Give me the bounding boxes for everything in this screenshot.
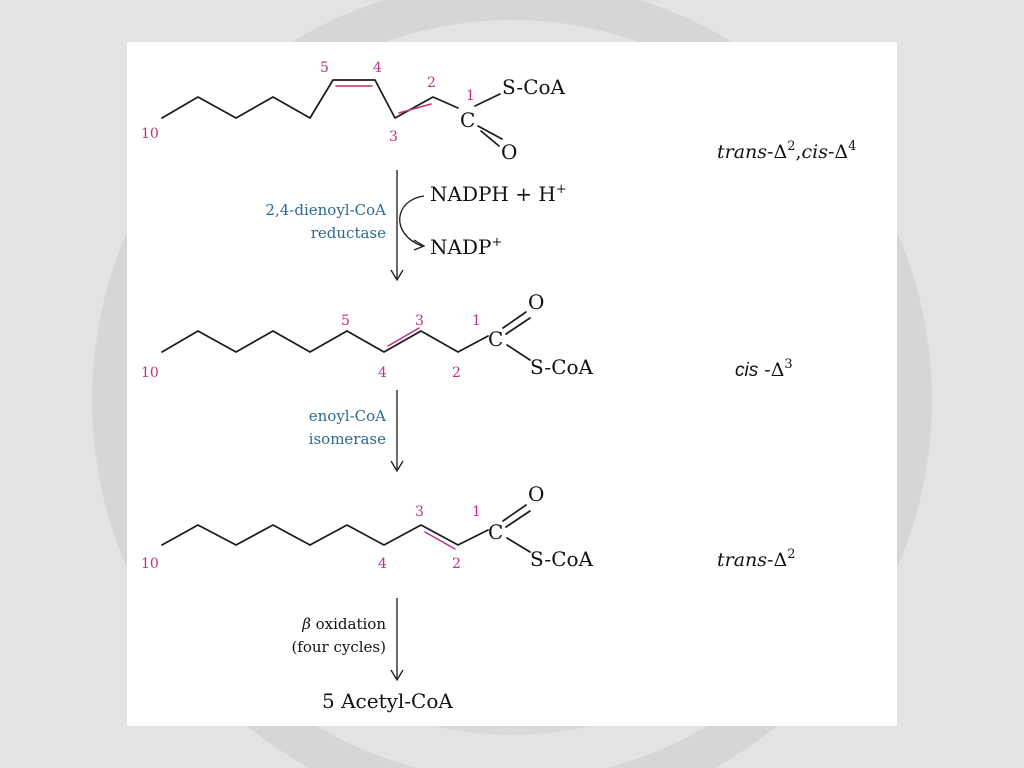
- double-bond: [424, 531, 456, 550]
- structure-trans2-cis4: C O S-CoA 10 5 4 3 2 1 trans-Δ2,cis-Δ4: [141, 60, 856, 164]
- thioester-group: S-CoA: [530, 547, 594, 571]
- trans-double-bond: [398, 103, 432, 114]
- thioester-group: S-CoA: [530, 355, 594, 379]
- c-o-double-bond: [480, 130, 500, 147]
- carbon-chain: [161, 330, 489, 353]
- enzyme-name: enoyl-CoA: [309, 407, 386, 425]
- carbon-number-3: 3: [415, 313, 424, 329]
- carbon-number-2: 2: [452, 556, 461, 572]
- c-o-double-bond: [505, 510, 531, 528]
- carbon-number-4: 4: [378, 556, 387, 572]
- c-o-bond: [502, 504, 527, 522]
- carbonyl-oxygen: O: [528, 482, 544, 506]
- cofactor-in: NADPH + H+: [430, 182, 567, 206]
- c-o-bond: [477, 125, 503, 140]
- isomer-label: trans-Δ2,cis-Δ4: [717, 139, 856, 163]
- cofactor-out: NADP+: [430, 235, 502, 259]
- step-description-line2: (four cycles): [291, 638, 386, 656]
- step-description: β oxidation: [301, 615, 386, 633]
- carbon-number-10: 10: [141, 365, 159, 381]
- carbonyl-carbon: C: [488, 520, 503, 544]
- final-product: 5 Acetyl-CoA: [322, 689, 453, 713]
- carbon-number-10: 10: [141, 126, 159, 142]
- carbon-chain: [161, 524, 489, 546]
- isomer-label: trans-Δ2: [717, 547, 795, 571]
- carbon-number-5: 5: [341, 313, 350, 329]
- c-o-double-bond: [505, 317, 531, 335]
- structure-cis3: C O S-CoA 10 5 4 3 2 1 cis -Δ3: [141, 290, 793, 381]
- carbon-number-4: 4: [373, 60, 382, 76]
- arrowhead: [390, 460, 404, 473]
- carbon-number-3: 3: [389, 129, 398, 145]
- carbon-number-4: 4: [378, 365, 387, 381]
- c-s-bond: [506, 344, 531, 361]
- carbon-number-2: 2: [452, 365, 461, 381]
- reaction-step-beta-oxidation: β oxidation (four cycles): [291, 598, 404, 682]
- c-o-bond: [502, 311, 527, 329]
- arrowhead: [390, 269, 404, 282]
- isomer-label: cis -Δ3: [735, 357, 793, 381]
- reaction-step-reductase: 2,4-dienoyl-CoA reductase NADPH + H+ NAD…: [265, 170, 567, 282]
- c-s-bond: [506, 537, 531, 553]
- carbon-number-3: 3: [415, 504, 424, 520]
- double-bond: [387, 327, 420, 347]
- enzyme-name: 2,4-dienoyl-CoA: [265, 201, 386, 219]
- thioester-group: S-CoA: [502, 75, 566, 99]
- carbon-number-1: 1: [472, 504, 481, 520]
- carbon-number-5: 5: [320, 60, 329, 76]
- enzyme-name-line2: reductase: [311, 224, 386, 242]
- carbon-number-1: 1: [472, 313, 481, 329]
- c-s-bond: [474, 93, 501, 107]
- arrowhead: [390, 669, 404, 682]
- cofactor-arrowhead: [413, 239, 426, 251]
- carbon-number-10: 10: [141, 556, 159, 572]
- carbonyl-carbon: C: [460, 108, 475, 132]
- reaction-step-isomerase: enoyl-CoA isomerase: [309, 390, 404, 473]
- diagram-panel: [127, 42, 897, 726]
- carbonyl-carbon: C: [488, 327, 503, 351]
- carbon-number-2: 2: [427, 75, 436, 91]
- carbon-number-1: 1: [466, 88, 475, 104]
- cofactor-curve: [399, 195, 425, 247]
- structure-trans2: C O S-CoA 10 4 3 2 1 trans-Δ2: [141, 482, 795, 572]
- carbonyl-oxygen: O: [501, 140, 517, 164]
- carbon-chain: [161, 79, 459, 119]
- enzyme-name-line2: isomerase: [309, 430, 386, 448]
- carbonyl-oxygen: O: [528, 290, 544, 314]
